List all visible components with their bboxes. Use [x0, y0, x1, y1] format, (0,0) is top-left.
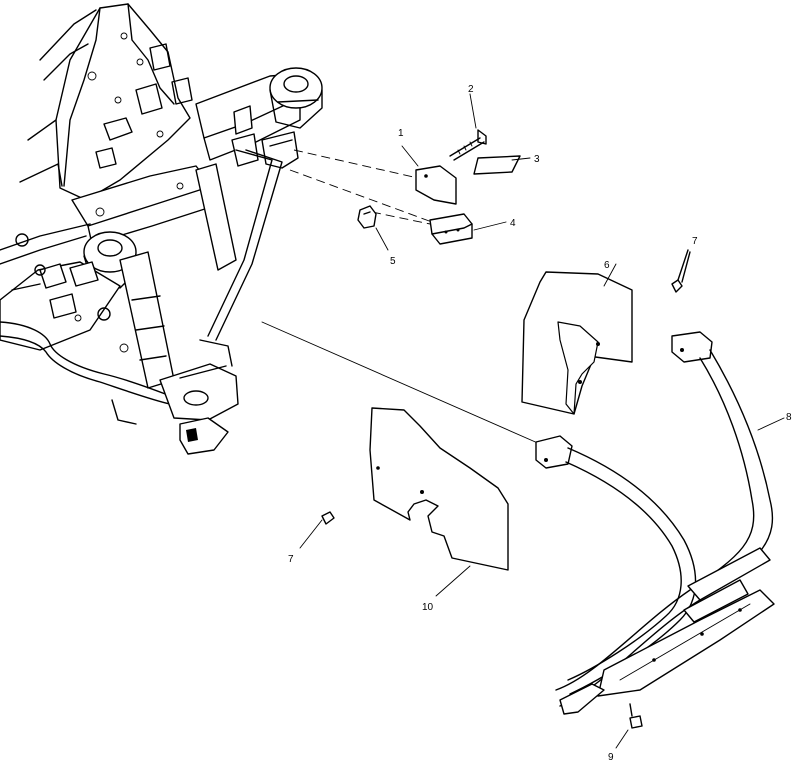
- callout-5: 5: [390, 256, 396, 267]
- callout-3: 3: [534, 154, 540, 165]
- part-3-decal: 3: [473, 154, 540, 175]
- part-10-flap: 10: [369, 407, 509, 613]
- callout-4: 4: [510, 218, 516, 229]
- callout-6: 6: [604, 260, 610, 271]
- callout-9: 9: [608, 752, 614, 762]
- callout-2: 2: [468, 84, 474, 95]
- assembly-leader-lines: [261, 149, 541, 445]
- callout-1: 1: [398, 128, 404, 139]
- part-5-clip: 5: [357, 205, 396, 267]
- part-6-flap: 6: [521, 260, 633, 415]
- part-1-plate: 1: [398, 128, 457, 205]
- callout-7-top: 7: [692, 236, 698, 247]
- callout-10: 10: [422, 602, 434, 613]
- callout-8: 8: [786, 412, 792, 423]
- vehicle-frame-assembly: [0, 3, 323, 455]
- part-2-bolt: 2: [449, 84, 487, 161]
- part-4-block: 4: [429, 213, 516, 245]
- part-9-bolt: 9: [608, 703, 643, 762]
- part-8-bumper: 8: [535, 331, 792, 715]
- callout-7-bottom: 7: [288, 554, 294, 565]
- part-7-screw-bottom: 7: [288, 511, 335, 565]
- part-7-screw-top: 7: [671, 236, 698, 293]
